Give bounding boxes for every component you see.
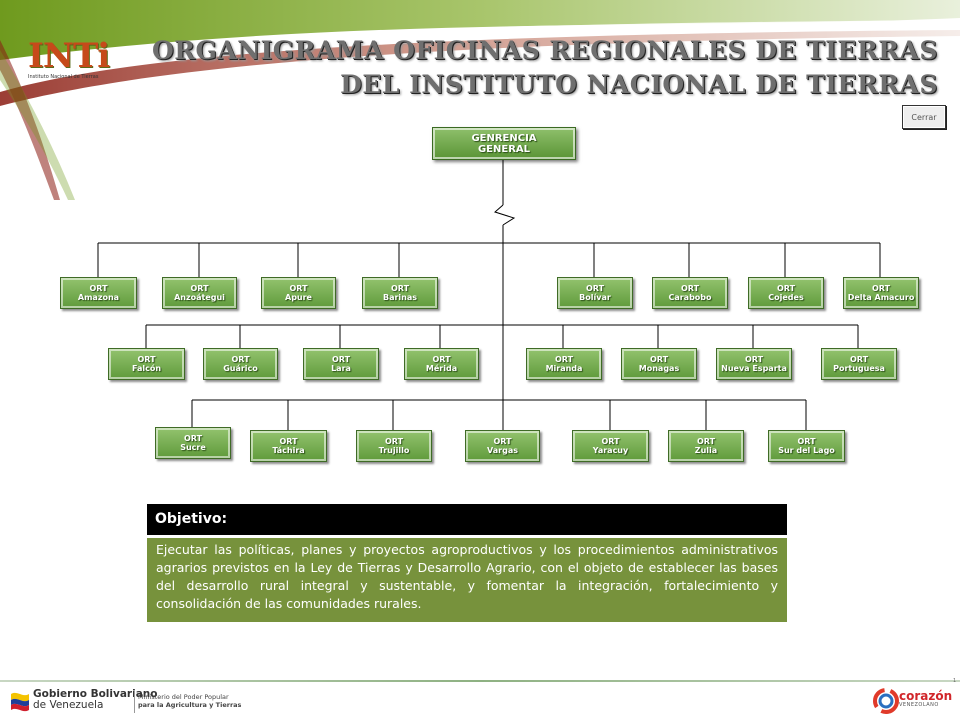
org-node-name: Apure	[285, 293, 312, 302]
brand-line-2: VENEZOLANO	[899, 702, 939, 708]
org-node-name: Delta Amacuro	[847, 293, 915, 302]
gov-line-1: Gobierno Bolivariano	[33, 688, 158, 700]
org-node-gerencia-general[interactable]: GENRENCIA GENERAL	[432, 127, 576, 160]
org-node-prefix: ORT	[744, 355, 764, 364]
org-node-name: Zulia	[694, 446, 718, 455]
heart-logo-icon	[873, 688, 899, 714]
close-button[interactable]: Cerrar	[902, 105, 946, 129]
org-node-prefix: ORT	[289, 284, 308, 293]
gov-line-2: de Venezuela	[33, 699, 104, 711]
org-node-prefix: ORT	[231, 355, 250, 364]
org-node-name: Anzoátegui	[174, 293, 225, 302]
inti-logo: INTi Instituto Nacional de Tierras	[28, 36, 110, 84]
inti-logo-subtext: Instituto Nacional de Tierras	[28, 74, 99, 80]
objective-text: Ejecutar las políticas, planes y proyect…	[147, 538, 787, 622]
org-node-name: Cojedes	[768, 293, 804, 302]
org-node-name: Barinas	[382, 293, 418, 302]
org-node-name: Carabobo	[668, 293, 712, 302]
org-node-name: Guárico	[223, 364, 258, 373]
org-node-name: Vargas	[487, 446, 518, 455]
brand-text: corazón VENEZOLANO	[899, 690, 952, 709]
org-connectors	[97, 158, 881, 430]
title-line-1: ORGANIGRAMA OFICINAS REGIONALES DE TIERR…	[151, 36, 938, 65]
ministry-line-2: para la Agricultura y Tierras	[138, 701, 242, 709]
org-node-name: Lara	[331, 364, 351, 373]
brand-line-1: corazón	[899, 689, 953, 703]
org-node-prefix: ORT	[601, 437, 620, 446]
org-node-prefix: ORT	[279, 437, 298, 446]
org-node-name: Sucre	[180, 443, 206, 452]
org-node-prefix: ORT	[493, 437, 512, 446]
org-node-prefix: ORT	[680, 284, 700, 293]
org-node-prefix: ORT	[849, 355, 869, 364]
org-node-name: Mérida	[425, 364, 458, 373]
header-banner	[0, 0, 960, 200]
org-node-name: Trujillo	[378, 446, 410, 455]
ministry-text: Ministerio del Poder Popular para la Agr…	[138, 693, 241, 709]
org-node-prefix: ORT	[797, 437, 816, 446]
org-node-prefix: ORT	[696, 437, 716, 446]
org-node-prefix: ORT	[432, 355, 451, 364]
org-node-prefix: ORT	[384, 437, 404, 446]
gov-text: Gobierno Bolivariano de Venezuela	[33, 689, 158, 711]
objective-heading: Objetivo:	[147, 504, 787, 535]
org-node-name: Amazona	[77, 293, 120, 302]
footer: Gobierno Bolivariano de Venezuela Minist…	[0, 678, 960, 720]
org-node-name: Monagas	[638, 364, 680, 373]
inti-logo-text: INTi	[28, 36, 110, 76]
org-node-prefix: ORT	[776, 284, 796, 293]
org-node-prefix: ORT	[183, 434, 203, 443]
org-node-prefix: ORT	[137, 355, 156, 364]
slide-number: 1	[953, 678, 957, 684]
venezuela-flag-icon	[11, 692, 29, 712]
org-node-prefix: ORT	[331, 355, 351, 364]
org-node-name: Falcón	[131, 364, 162, 373]
org-node-prefix: ORT	[390, 284, 410, 293]
org-node-prefix: ORT	[89, 284, 108, 293]
org-node-name: Yaracuy	[592, 446, 629, 455]
org-node-name: Bolívar	[579, 293, 611, 302]
ministry-line-1: Ministerio del Poder Popular	[138, 693, 229, 701]
org-node-label: GENRENCIA	[471, 132, 537, 144]
org-node-name: Portuguesa	[833, 364, 885, 373]
org-node-name: Nueva Esparta	[721, 364, 787, 373]
org-node-label: GENERAL	[477, 143, 531, 155]
org-node-prefix: ORT	[649, 355, 669, 364]
org-node-name: Táchira	[272, 446, 305, 455]
title-line-2: DEL INSTITUTO NACIONAL DE TIERRAS	[340, 70, 938, 99]
org-node-prefix: ORT	[554, 355, 574, 364]
org-node-prefix: ORT	[190, 284, 209, 293]
footer-separator	[134, 691, 135, 713]
org-node-name: Sur del Lago	[778, 446, 835, 455]
org-node-name: Miranda	[545, 364, 583, 373]
org-node-prefix: ORT	[871, 284, 891, 293]
page-title: ORGANIGRAMA OFICINAS REGIONALES DE TIERR…	[152, 34, 938, 102]
org-node-prefix: ORT	[585, 284, 605, 293]
